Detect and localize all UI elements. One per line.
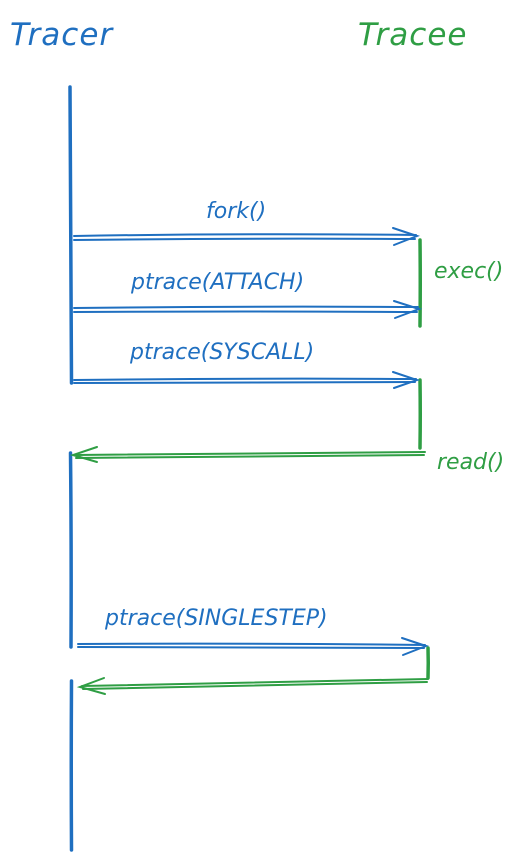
syscall-message-label: ptrace(SYSCALL): [129, 340, 314, 365]
tracer-lifeline-segment-2: [68, 451, 73, 649]
singlestep-return-arrow: [76, 677, 429, 695]
read-return-arrow: [69, 446, 426, 463]
singlestep-arrow: [77, 637, 429, 656]
tracee-label: Tracee: [358, 17, 467, 53]
tracer-lifeline-segment-1: [68, 85, 74, 385]
attach-arrow: [73, 300, 423, 319]
singlestep-message-label: ptrace(SINGLESTEP): [104, 606, 328, 631]
fork-arrow: [73, 227, 420, 246]
tracer-label: Tracer: [10, 17, 114, 53]
fork-message-label: fork(): [206, 199, 266, 224]
read-note: read(): [437, 450, 504, 475]
syscall-arrow: [73, 371, 421, 389]
exec-note: exec(): [434, 259, 503, 284]
attach-message-label: ptrace(ATTACH): [130, 270, 304, 295]
